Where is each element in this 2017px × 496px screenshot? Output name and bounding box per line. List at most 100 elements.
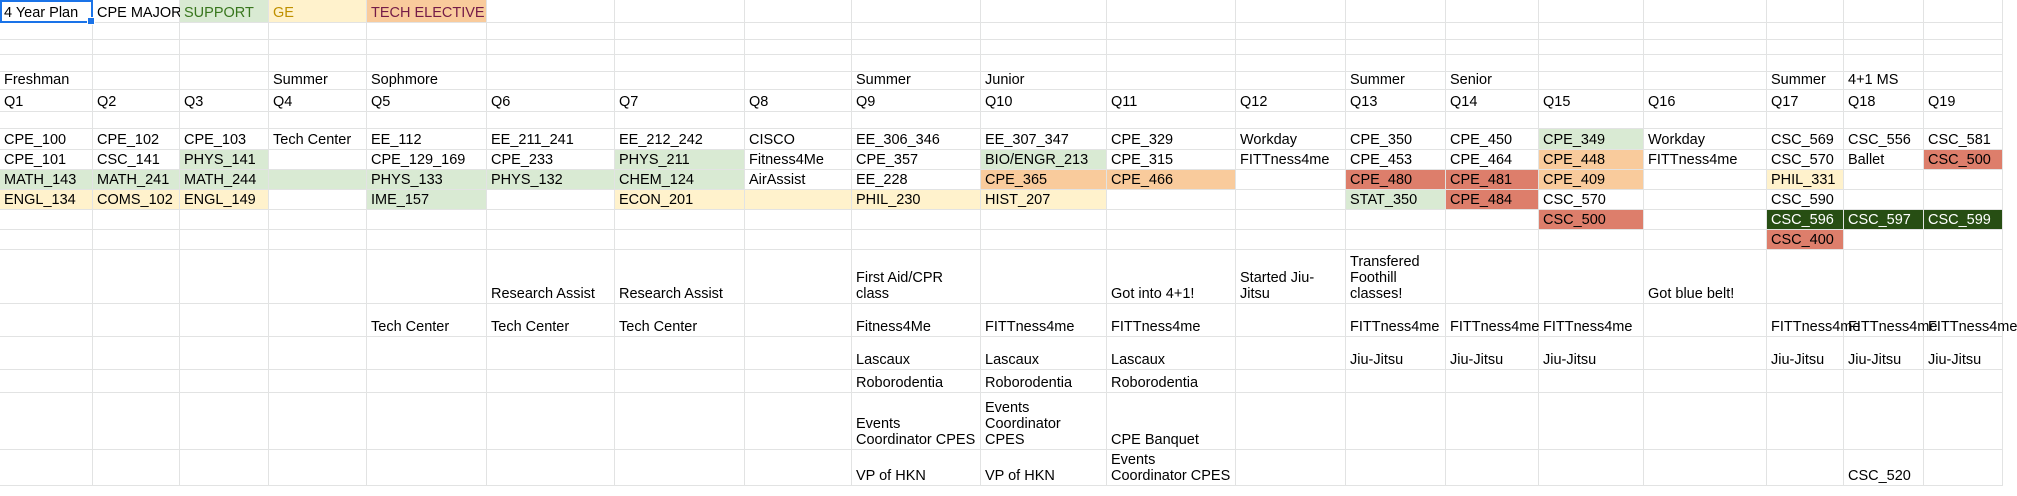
cell-r6-c8[interactable]: Q8	[745, 90, 852, 112]
cell-r5-c17[interactable]: Summer	[1767, 72, 1844, 90]
cell-r16-c6[interactable]	[487, 337, 615, 370]
cell-r10-c16[interactable]	[1644, 170, 1767, 190]
cell-r19-c11[interactable]: Events Coordinator CPES	[1107, 450, 1236, 486]
cell-r15-c18[interactable]: FITTness4me	[1844, 304, 1937, 337]
cell-r9-c9[interactable]: CPE_357	[852, 150, 981, 170]
cell-r2-c18[interactable]	[1844, 23, 1924, 40]
cell-r17-c1[interactable]	[0, 370, 93, 393]
cell-r10-c11[interactable]: CPE_466	[1107, 170, 1236, 190]
cell-r9-c15[interactable]: CPE_448	[1539, 150, 1644, 170]
cell-r5-c15[interactable]	[1539, 72, 1644, 90]
cell-r16-c10[interactable]: Lascaux	[981, 337, 1107, 370]
cell-r9-c1[interactable]: CPE_101	[0, 150, 93, 170]
cell-r10-c17[interactable]: PHIL_331	[1767, 170, 1844, 190]
cell-r14-c12[interactable]: Started Jiu-Jitsu	[1236, 250, 1346, 304]
cell-r9-c19[interactable]: CSC_500	[1924, 150, 2003, 170]
cell-r10-c7[interactable]: CHEM_124	[615, 170, 745, 190]
cell-r14-c4[interactable]	[269, 250, 367, 304]
cell-r14-c1[interactable]	[0, 250, 93, 304]
cell-r11-c5[interactable]: IME_157	[367, 190, 487, 210]
cell-r4-c13[interactable]	[1346, 55, 1446, 72]
cell-r8-c1[interactable]: CPE_100	[0, 129, 93, 150]
cell-r19-c14[interactable]	[1446, 450, 1539, 486]
cell-r2-c13[interactable]	[1346, 23, 1446, 40]
cell-r10-c6[interactable]: PHYS_132	[487, 170, 615, 190]
cell-r19-c16[interactable]	[1644, 450, 1767, 486]
cell-r16-c4[interactable]	[269, 337, 367, 370]
cell-r3-c3[interactable]	[180, 40, 269, 55]
cell-r6-c5[interactable]: Q5	[367, 90, 487, 112]
cell-r12-c16[interactable]	[1644, 210, 1767, 230]
cell-r4-c17[interactable]	[1767, 55, 1844, 72]
cell-r19-c12[interactable]	[1236, 450, 1346, 486]
cell-r2-c10[interactable]	[981, 23, 1107, 40]
cell-r1-c1[interactable]: 4 Year Plan	[0, 0, 95, 25]
cell-r3-c5[interactable]	[367, 40, 487, 55]
cell-r13-c10[interactable]	[981, 230, 1107, 250]
cell-r12-c18[interactable]: CSC_597	[1844, 210, 1924, 230]
cell-r19-c3[interactable]	[180, 450, 269, 486]
cell-r15-c5[interactable]: Tech Center	[367, 304, 487, 337]
cell-r5-c5[interactable]: Sophmore	[367, 72, 487, 90]
cell-r1-c7[interactable]	[615, 0, 745, 23]
cell-r9-c6[interactable]: CPE_233	[487, 150, 615, 170]
cell-r15-c9[interactable]: Fitness4Me	[852, 304, 981, 337]
cell-r2-c9[interactable]	[852, 23, 981, 40]
cell-r2-c19[interactable]	[1924, 23, 2003, 40]
cell-r15-c17[interactable]: FITTness4me	[1767, 304, 1860, 337]
cell-r18-c8[interactable]	[745, 393, 852, 450]
cell-r9-c12[interactable]: FITTness4me	[1236, 150, 1346, 170]
cell-r16-c2[interactable]	[93, 337, 180, 370]
cell-r19-c15[interactable]	[1539, 450, 1644, 486]
cell-r18-c19[interactable]	[1924, 393, 2003, 450]
cell-r15-c10[interactable]: FITTness4me	[981, 304, 1107, 337]
cell-r7-c15[interactable]	[1539, 112, 1644, 129]
cell-r2-c16[interactable]	[1644, 23, 1767, 40]
cell-r11-c15[interactable]: CSC_570	[1539, 190, 1644, 210]
cell-r4-c3[interactable]	[180, 55, 269, 72]
cell-r17-c18[interactable]	[1844, 370, 1924, 393]
cell-r6-c15[interactable]: Q15	[1539, 90, 1644, 112]
cell-r16-c12[interactable]	[1236, 337, 1346, 370]
cell-r15-c19[interactable]: FITTness4me	[1924, 304, 2017, 337]
cell-r5-c8[interactable]	[745, 72, 852, 90]
cell-r2-c1[interactable]	[0, 23, 93, 40]
cell-r7-c12[interactable]	[1236, 112, 1346, 129]
cell-r11-c4[interactable]	[269, 190, 367, 210]
cell-r16-c5[interactable]	[367, 337, 487, 370]
cell-r9-c14[interactable]: CPE_464	[1446, 150, 1539, 170]
cell-r17-c9[interactable]: Roborodentia	[852, 370, 981, 393]
cell-r4-c16[interactable]	[1644, 55, 1767, 72]
cell-r4-c10[interactable]	[981, 55, 1107, 72]
cell-r3-c15[interactable]	[1539, 40, 1644, 55]
cell-r4-c11[interactable]	[1107, 55, 1236, 72]
cell-r13-c1[interactable]	[0, 230, 93, 250]
cell-r12-c19[interactable]: CSC_599	[1924, 210, 2003, 230]
cell-r6-c10[interactable]: Q10	[981, 90, 1107, 112]
cell-r17-c5[interactable]	[367, 370, 487, 393]
cell-r7-c11[interactable]	[1107, 112, 1236, 129]
cell-r15-c16[interactable]	[1644, 304, 1767, 337]
cell-r6-c13[interactable]: Q13	[1346, 90, 1446, 112]
cell-r10-c8[interactable]: AirAssist	[745, 170, 852, 190]
cell-r5-c6[interactable]	[487, 72, 615, 90]
cell-r12-c2[interactable]	[93, 210, 180, 230]
cell-r17-c15[interactable]	[1539, 370, 1644, 393]
cell-r12-c11[interactable]	[1107, 210, 1236, 230]
cell-r17-c3[interactable]	[180, 370, 269, 393]
cell-r14-c15[interactable]	[1539, 250, 1644, 304]
cell-r13-c19[interactable]	[1924, 230, 2003, 250]
cell-r13-c16[interactable]	[1644, 230, 1767, 250]
cell-r11-c1[interactable]: ENGL_134	[0, 190, 93, 210]
cell-r3-c16[interactable]	[1644, 40, 1767, 55]
cell-r16-c1[interactable]	[0, 337, 93, 370]
cell-r3-c14[interactable]	[1446, 40, 1539, 55]
cell-r4-c9[interactable]	[852, 55, 981, 72]
cell-r19-c13[interactable]	[1346, 450, 1446, 486]
cell-r18-c14[interactable]	[1446, 393, 1539, 450]
cell-r18-c5[interactable]	[367, 393, 487, 450]
cell-r6-c3[interactable]: Q3	[180, 90, 269, 112]
cell-r8-c2[interactable]: CPE_102	[93, 129, 180, 150]
cell-r14-c7[interactable]: Research Assist	[615, 250, 745, 304]
cell-r11-c6[interactable]	[487, 190, 615, 210]
